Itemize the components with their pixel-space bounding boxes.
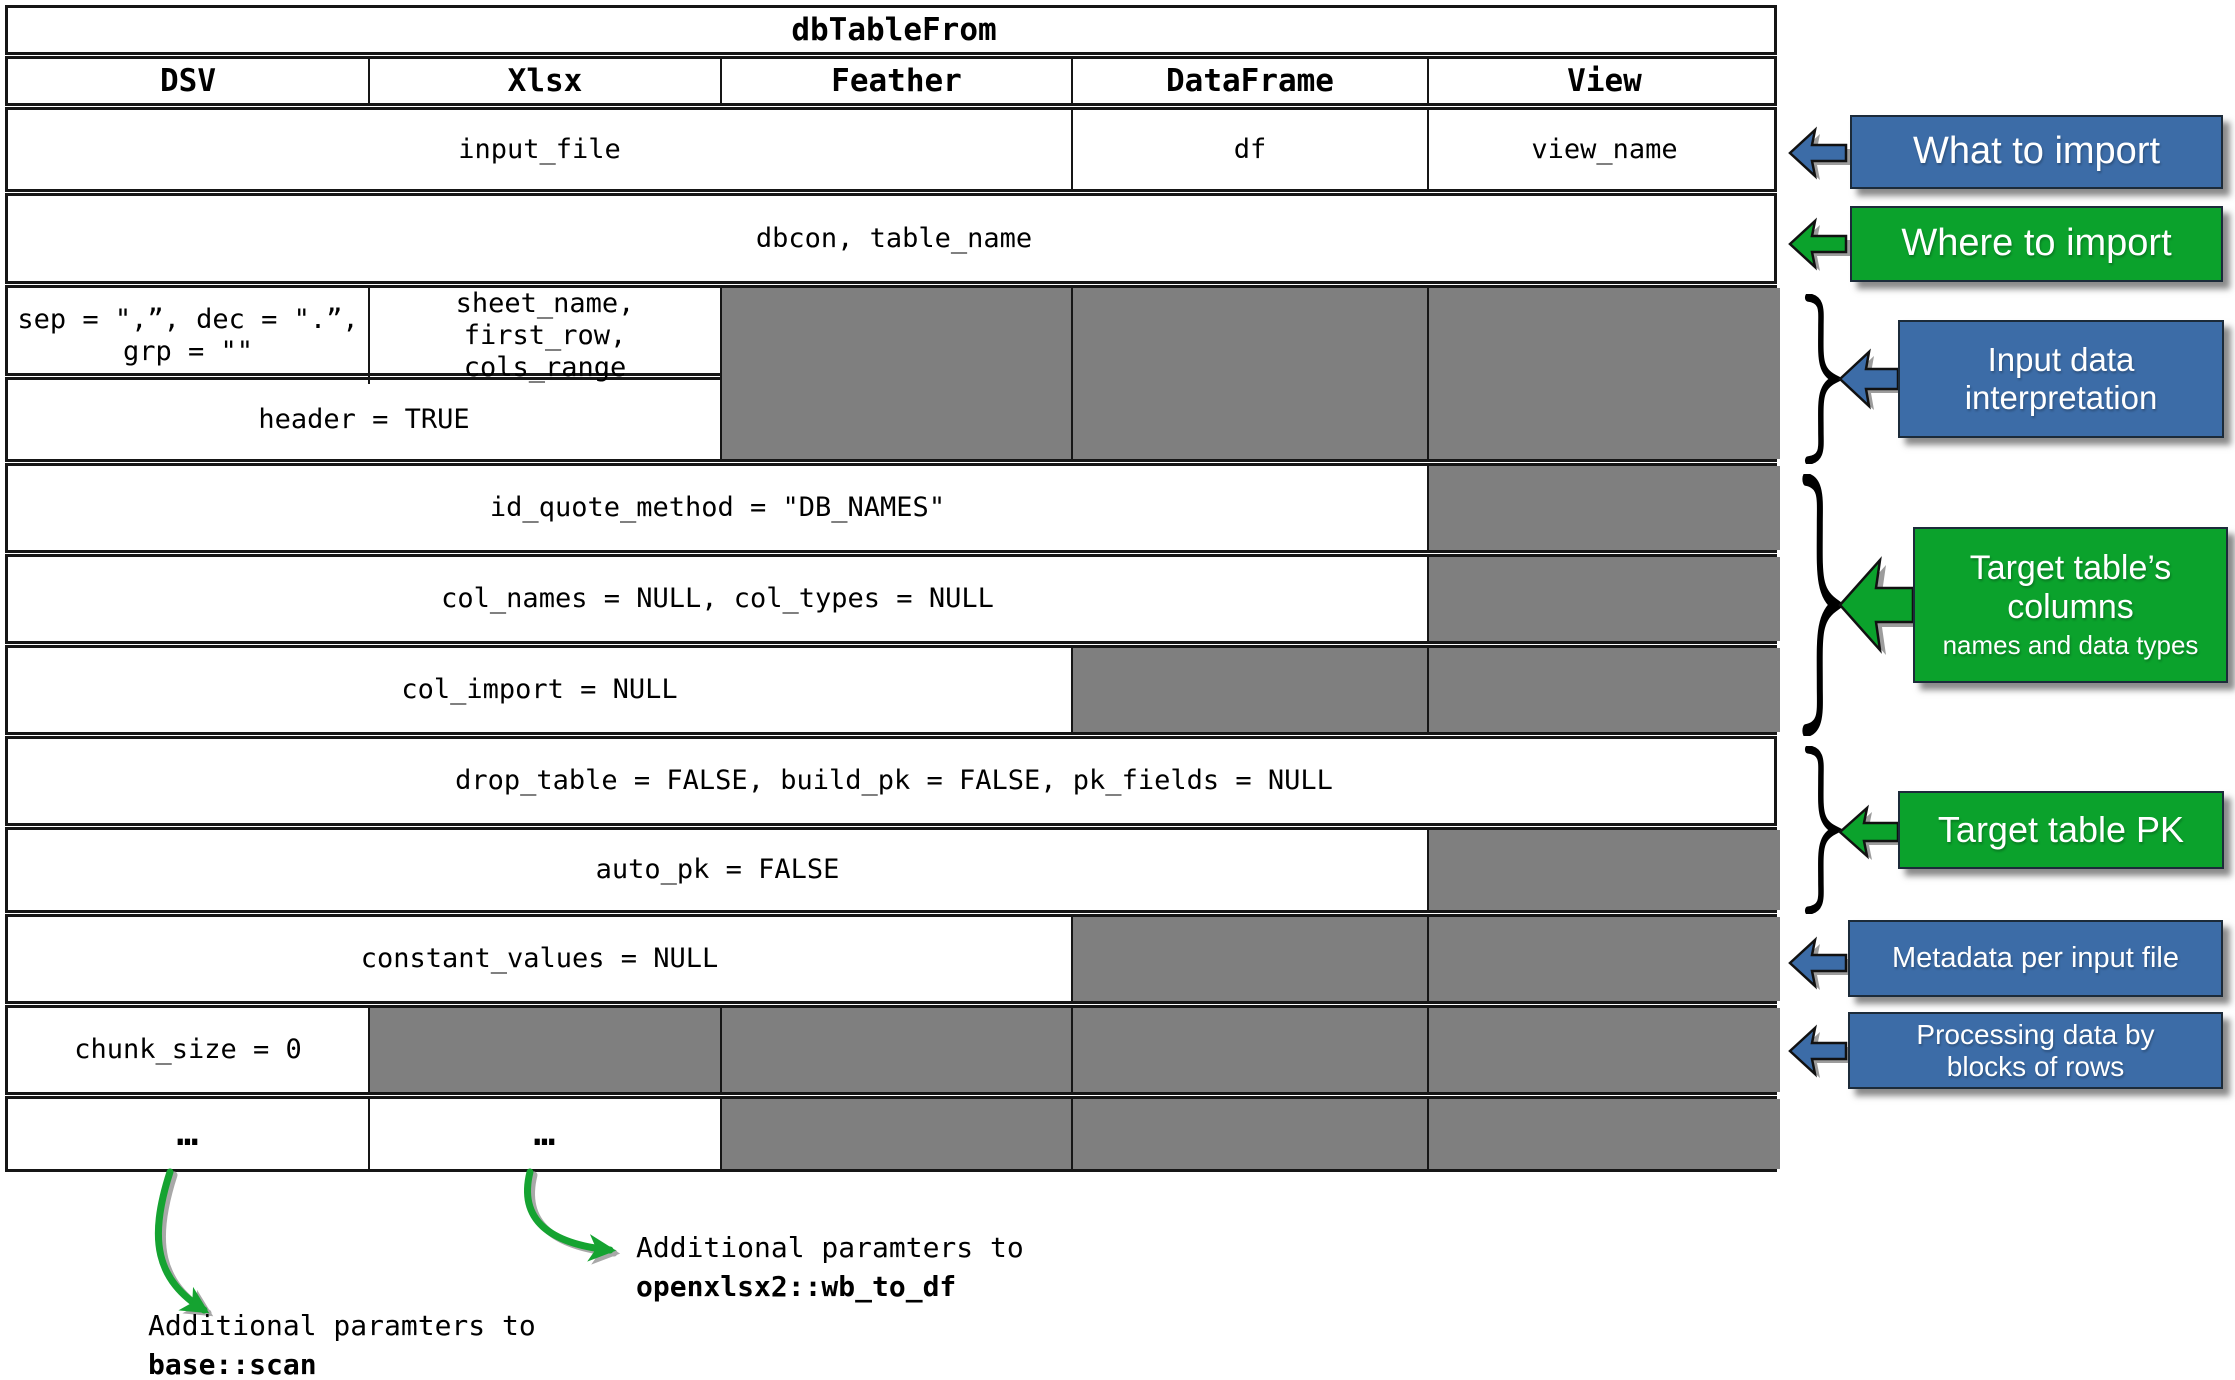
dots-cell: … — [176, 1112, 200, 1154]
header-cell: DSV — [160, 62, 216, 99]
callout-label-line1: Processing data by — [1916, 1018, 2155, 1050]
param-cell: sep = ",”, dec = ".”, grp = "" — [17, 303, 359, 367]
header-cell: Xlsx — [368, 59, 720, 103]
left-block-arrow-icon — [1788, 126, 1850, 180]
empty-gray-cell — [1427, 466, 1780, 550]
empty-gray-cell — [1071, 1008, 1427, 1092]
param-cell: col_import = NULL — [401, 674, 678, 706]
footnote-code: base::scan — [148, 1348, 317, 1380]
param-cell: view_name — [1427, 110, 1780, 189]
param-cell: id_quote_method = "DB_NAMES" — [489, 492, 946, 524]
param-cell: chunk_size = 0 — [74, 1034, 302, 1066]
row-constant-values: constant_values = NULL — [5, 914, 1780, 1004]
callout-label: Metadata per input file — [1892, 941, 2179, 974]
callout-target-table-pk: Target table PK — [1898, 791, 2224, 869]
param-cell: col_names = NULL, col_types = NULL — [441, 583, 994, 615]
footnote-code: openxlsx2::wb_to_df — [636, 1270, 957, 1303]
empty-gray-cell — [1071, 1099, 1427, 1169]
row-ellipsis: …… — [5, 1096, 1780, 1172]
row-col-names-types: col_names = NULL, col_types = NULL — [5, 554, 1780, 644]
row-drop-table-pk: drop_table = FALSE, build_pk = FALSE, pk… — [5, 736, 1777, 826]
header-cell: Feather — [720, 59, 1071, 103]
empty-gray-cell — [1071, 917, 1427, 1001]
callout-processing-data-blocks: Processing data by blocks of rows — [1848, 1012, 2223, 1089]
callout-label: Target table PK — [1937, 809, 2185, 851]
empty-gray-cell — [720, 288, 1071, 384]
callout-where-to-import: Where to import — [1850, 206, 2223, 282]
empty-gray-cell — [720, 1099, 1071, 1169]
callout-label-line2: interpretation — [1964, 379, 2158, 416]
empty-gray-cell — [1427, 288, 1780, 384]
dots-cell: … — [368, 1099, 720, 1169]
param-cell: df — [1071, 110, 1427, 189]
footnote-base-scan: Additional paramters to base::scan — [148, 1306, 536, 1380]
left-block-arrow-icon — [1838, 556, 1917, 655]
left-block-arrow-icon — [1788, 217, 1850, 271]
left-block-arrow-icon — [1838, 348, 1902, 410]
param-cell: input_file — [458, 133, 621, 165]
callout-sublabel: names and data types — [1942, 629, 2199, 660]
footnote-openxlsx2: Additional paramters to openxlsx2::wb_to… — [636, 1228, 1024, 1306]
callout-metadata-per-input-file: Metadata per input file — [1848, 920, 2223, 997]
footnote-text: Additional paramters to — [148, 1309, 536, 1342]
row-chunk-size: chunk_size = 0 — [5, 1005, 1780, 1095]
footnote-text: Additional paramters to — [636, 1231, 1024, 1264]
callout-input-data-interpretation: Input data interpretation — [1898, 320, 2224, 438]
empty-gray-cell — [1427, 1008, 1780, 1092]
param-cell: constant_values = NULL — [360, 943, 719, 975]
empty-gray-cell — [720, 1008, 1071, 1092]
row-id-quote-method: id_quote_method = "DB_NAMES" — [5, 463, 1780, 553]
arrow-dsv-to-base-scan — [154, 1168, 214, 1317]
left-block-arrow-icon — [1788, 1024, 1850, 1078]
empty-gray-cell — [1071, 380, 1427, 459]
row-auto-pk: auto_pk = FALSE — [5, 827, 1780, 913]
row-col-import: col_import = NULL — [5, 645, 1780, 735]
callout-target-table-columns: Target table’s columns names and data ty… — [1913, 527, 2228, 683]
header-cell: DataFrame — [1071, 59, 1427, 103]
param-cell: auto_pk = FALSE — [595, 854, 840, 886]
row-sep-sheet: sep = ",”, dec = ".”, grp = ""sheet_name… — [5, 285, 1780, 384]
row-header: header = TRUE — [5, 377, 1780, 462]
callout-label-line1: Target table’s — [1969, 549, 2172, 588]
param-cell: dbcon, table_name — [755, 222, 1033, 254]
empty-gray-cell — [1071, 648, 1427, 732]
callout-label-line2: columns — [2007, 588, 2134, 627]
table-title-row: dbTableFrom — [5, 5, 1777, 55]
empty-gray-cell — [1427, 648, 1780, 732]
callout-label: What to import — [1912, 130, 2161, 173]
empty-gray-cell — [1427, 557, 1780, 641]
empty-gray-cell — [1427, 380, 1780, 459]
empty-gray-cell — [1427, 830, 1780, 910]
header-cell: View — [1427, 59, 1780, 103]
curly-brace-icon — [1804, 294, 1844, 464]
empty-gray-cell — [368, 1008, 720, 1092]
param-cell: drop_table = FALSE, build_pk = FALSE, pk… — [455, 765, 1333, 797]
param-cell: sheet_name, first_row, cols_range — [368, 288, 720, 384]
empty-gray-cell — [720, 380, 1071, 459]
arrow-xlsx-to-wb-to-df — [524, 1168, 621, 1265]
callout-label-line1: Input data — [1987, 341, 2135, 379]
empty-gray-cell — [1071, 288, 1427, 384]
curly-brace-icon — [1804, 746, 1844, 914]
empty-gray-cell — [1427, 917, 1780, 1001]
row-dbcon-table-name: dbcon, table_name — [5, 193, 1777, 284]
curly-brace-icon — [1802, 474, 1845, 736]
left-block-arrow-icon — [1788, 936, 1850, 990]
empty-gray-cell — [1427, 1099, 1780, 1169]
callout-what-to-import: What to import — [1850, 115, 2223, 189]
title-cell: dbTableFrom — [791, 11, 997, 48]
param-cell: header = TRUE — [258, 403, 470, 435]
callout-label: Where to import — [1901, 222, 2172, 265]
left-block-arrow-icon — [1838, 804, 1902, 860]
callout-label-line2: blocks of rows — [1946, 1050, 2125, 1082]
